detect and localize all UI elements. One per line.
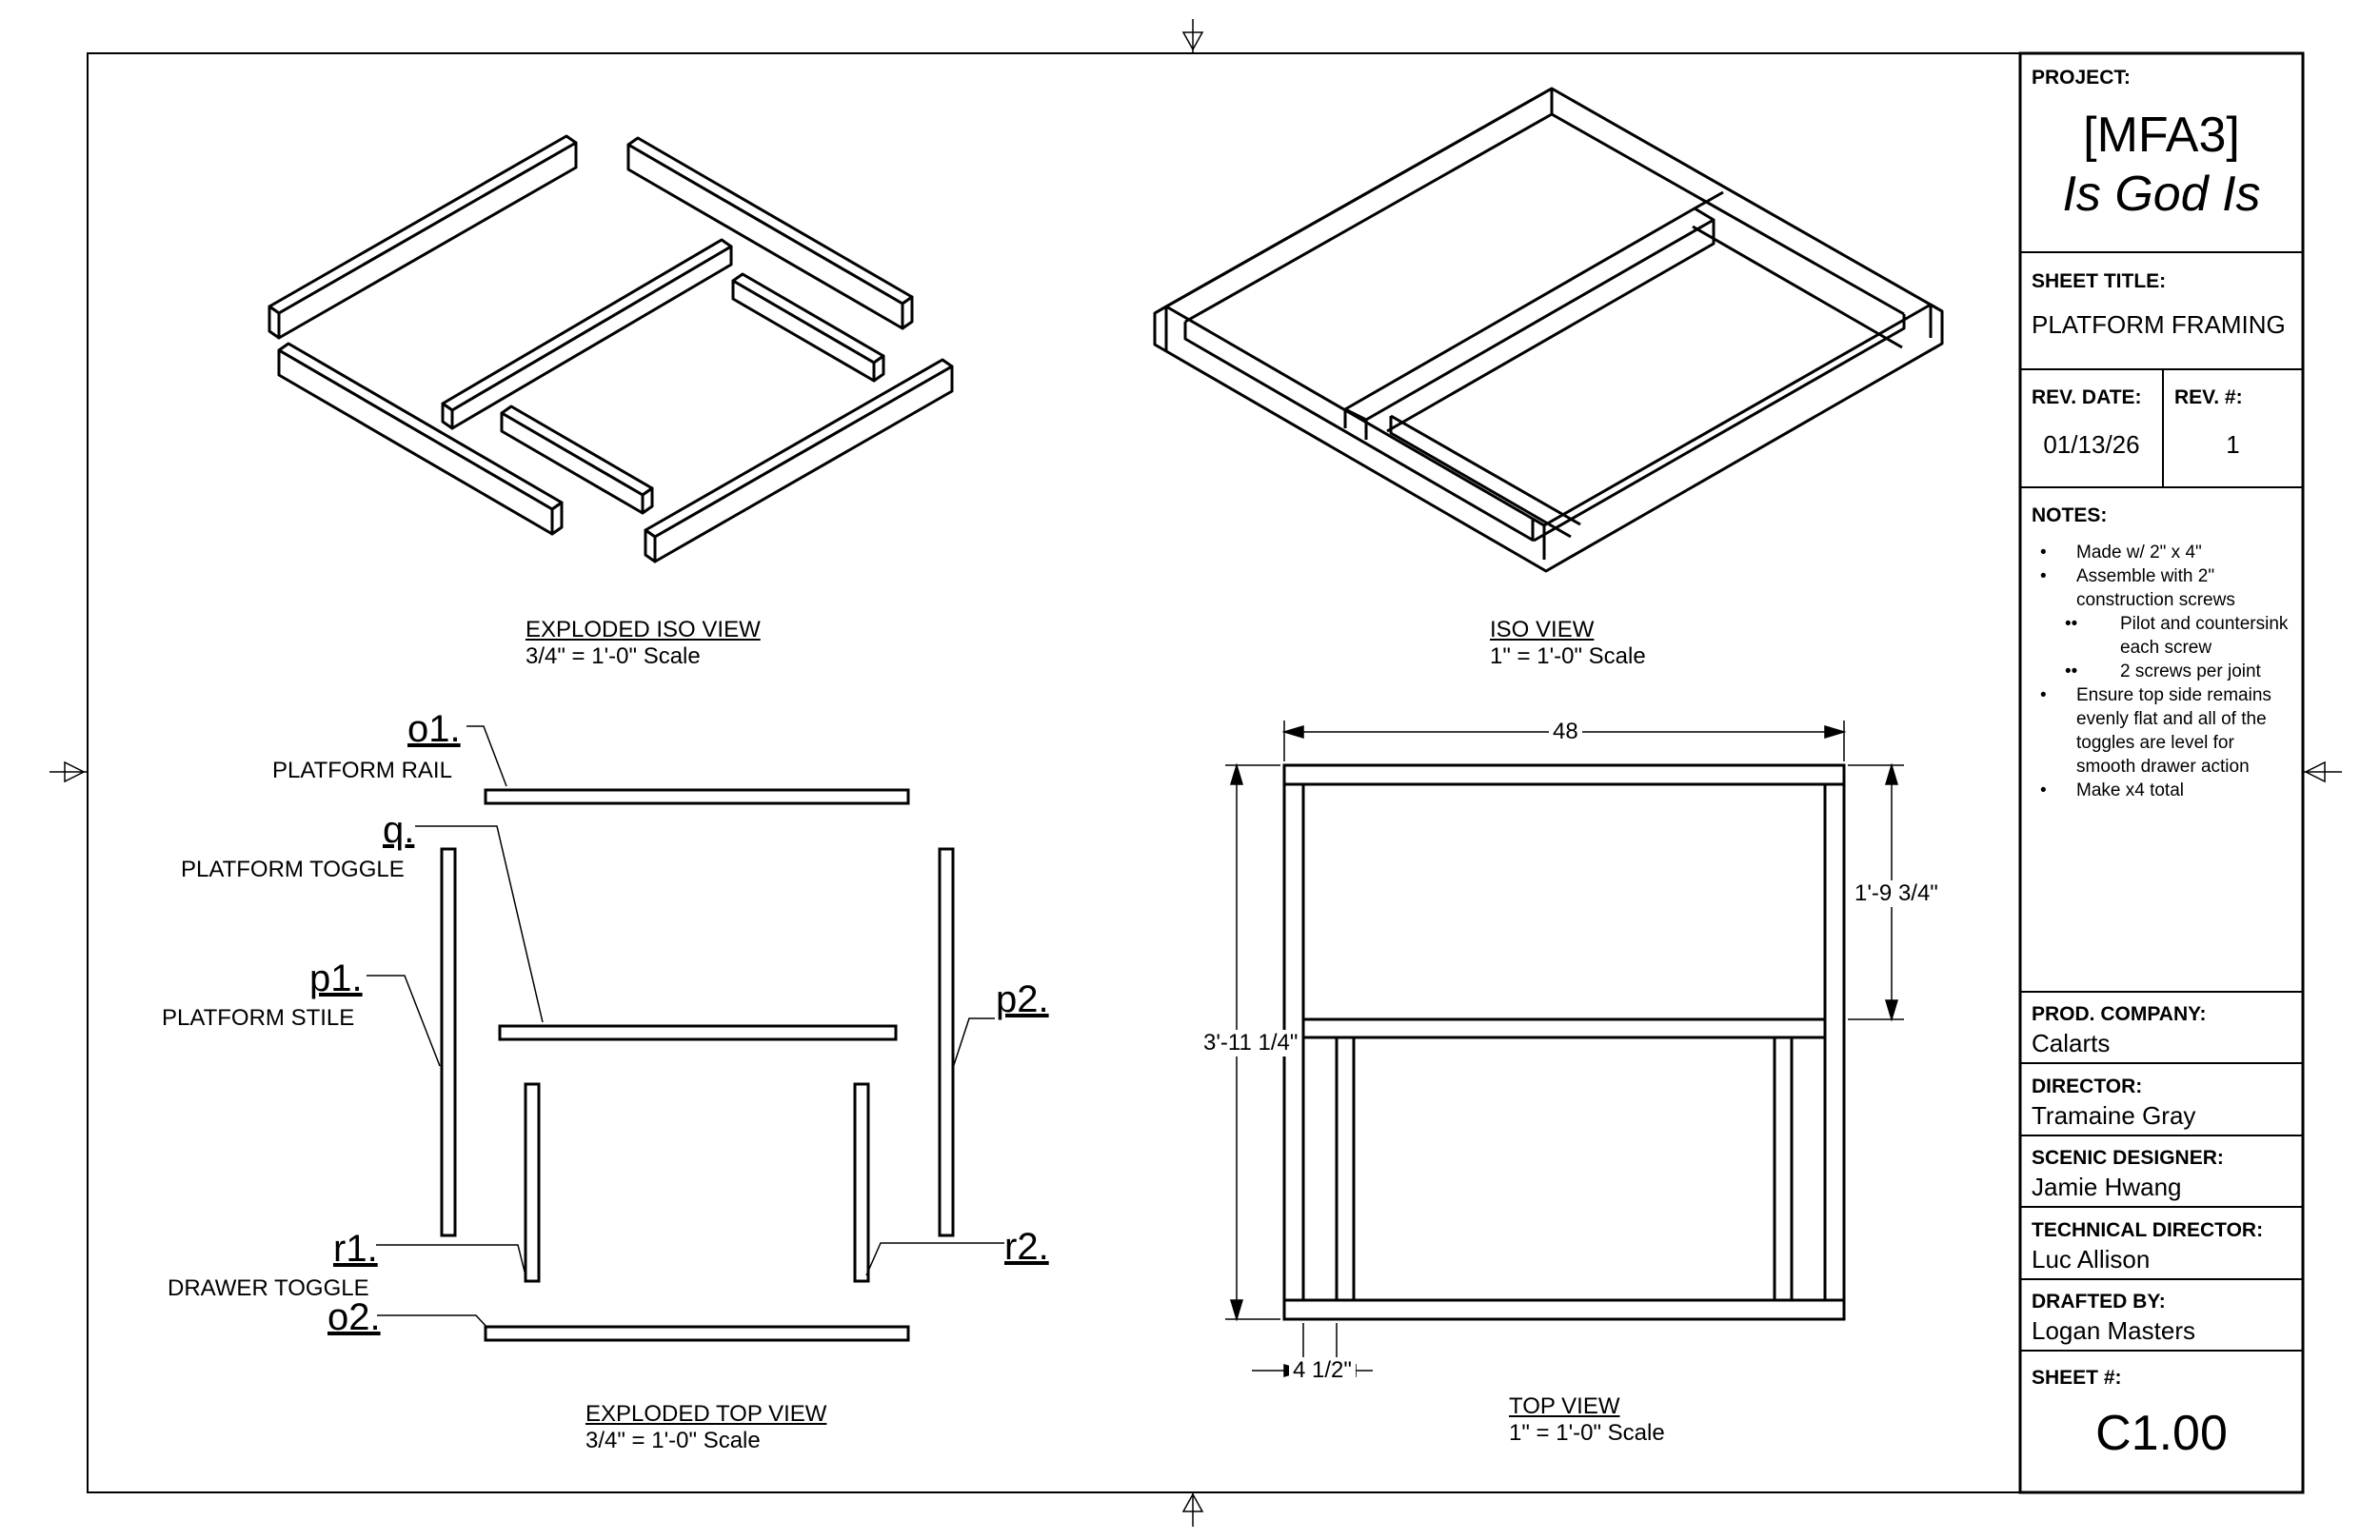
part-code-o1: o1. (407, 708, 461, 750)
top-view-back-rail (1282, 763, 1846, 786)
part-name-o1: PLATFORM RAIL (272, 758, 452, 783)
dim-width-label: 48 (1549, 719, 1582, 745)
sheet-number-label: SHEET #: (2032, 1367, 2122, 1389)
exploded-iso-drawing (268, 134, 954, 563)
part-o1-rect (484, 788, 910, 805)
rev-date: 01/13/26 (2043, 430, 2140, 459)
iso-drawing (1153, 87, 1944, 573)
top-view-drawing (1282, 763, 1846, 1321)
caption-exploded-top: EXPLODED TOP VIEW 3/4" = 1'-0" Scale (585, 1401, 826, 1454)
part-code-r1: r1. (333, 1228, 378, 1270)
iso-platform-toggle (1343, 207, 1716, 440)
caption-title: TOP VIEW (1509, 1393, 1620, 1419)
part-code-p1: p1. (309, 958, 363, 999)
part-r1-left-rect (524, 1082, 541, 1283)
part-r1-right-rect (853, 1082, 870, 1283)
prod-company-label: PROD. COMPANY: (2032, 1003, 2207, 1025)
iso-frame-outline (1153, 87, 1944, 573)
top-view-drawer-toggle-left (1335, 1036, 1356, 1302)
notes-list: Made w/ 2" x 4" Assemble with 2" constru… (2033, 541, 2290, 802)
part-code-p2: p2. (996, 978, 1049, 1020)
note-sub-item: Pilot and countersink each screw (2033, 612, 2290, 660)
technical-director-label: TECHNICAL DIRECTOR: (2032, 1219, 2264, 1241)
part-name-q: PLATFORM TOGGLE (181, 857, 405, 882)
iso-part-stile-back-right (626, 136, 914, 330)
center-mark-right (2303, 760, 2342, 783)
sheet-number: C1.00 (2095, 1406, 2228, 1461)
note-item: Made w/ 2" x 4" (2033, 541, 2290, 564)
drafted-by: Logan Masters (2032, 1316, 2195, 1345)
top-view-front-rail (1282, 1298, 1846, 1321)
rev-date-label: REV. DATE: (2032, 386, 2142, 408)
rev-number-label: REV. #: (2174, 386, 2243, 408)
exploded-top-leaders (367, 725, 1004, 1329)
top-view-right-stile (1823, 782, 1846, 1302)
part-name-r1: DRAWER TOGGLE (168, 1275, 369, 1301)
iso-part-rail-front-right (644, 358, 954, 563)
sheet-title-label: SHEET TITLE: (2032, 270, 2167, 292)
project-name: Is God Is (2062, 167, 2261, 222)
top-view-platform-toggle (1301, 1017, 1827, 1039)
caption-title: EXPLODED ISO VIEW (526, 617, 761, 642)
drafted-by-label: DRAFTED BY: (2032, 1291, 2166, 1313)
part-code-o2: o2. (327, 1296, 381, 1338)
exploded-top-drawing (440, 788, 955, 1342)
part-code-q: q. (383, 809, 415, 851)
top-view-dimensions (1225, 721, 1904, 1380)
part-p2-rect (938, 847, 955, 1237)
note-item: Make x4 total (2033, 779, 2290, 802)
center-mark-bottom (1181, 1492, 1204, 1527)
prod-company: Calarts (2032, 1029, 2111, 1057)
iso-part-platform-toggle (441, 238, 733, 430)
top-view-drawer-toggle-right (1773, 1036, 1794, 1302)
dim-toggle-inset-label: 4 1/2" (1289, 1357, 1356, 1384)
technical-director: Luc Allison (2032, 1245, 2151, 1273)
part-q-rect (498, 1024, 898, 1041)
note-item: Ensure top side remains evenly flat and … (2033, 683, 2290, 779)
part-o2-rect (484, 1325, 910, 1342)
caption-iso: ISO VIEW 1" = 1'-0" Scale (1490, 617, 1646, 670)
part-code-r2: r2. (1004, 1226, 1049, 1268)
iso-part-drawer-toggle-right (731, 272, 885, 383)
sheet-title: PLATFORM FRAMING (2032, 310, 2286, 339)
scenic-designer: Jamie Hwang (2032, 1173, 2182, 1201)
caption-exploded-iso: EXPLODED ISO VIEW 3/4" = 1'-0" Scale (526, 617, 761, 670)
project-label: PROJECT: (2032, 67, 2131, 89)
rev-number: 1 (2226, 430, 2240, 459)
caption-title: EXPLODED TOP VIEW (585, 1401, 827, 1427)
note-sub-item: 2 screws per joint (2033, 660, 2290, 683)
director-label: DIRECTOR: (2032, 1076, 2143, 1097)
caption-scale: 1" = 1'-0" Scale (1509, 1420, 1665, 1446)
center-mark-top (1181, 19, 1204, 53)
title-block-frame (2018, 51, 2305, 1494)
top-view-outer-frame (1282, 763, 1846, 1321)
iso-part-rail-back-left (268, 134, 578, 340)
title-block-dividers (2020, 251, 2303, 1352)
center-mark-left (50, 760, 88, 783)
part-name-p1: PLATFORM STILE (162, 1005, 355, 1031)
director: Tramaine Gray (2032, 1101, 2196, 1130)
dim-depth-label: 3'-11 1/4" (1200, 1030, 1302, 1056)
iso-part-drawer-toggle-left (500, 405, 654, 515)
notes-label: NOTES: (2032, 504, 2108, 526)
caption-scale: 1" = 1'-0" Scale (1490, 643, 1646, 669)
caption-title: ISO VIEW (1490, 617, 1595, 642)
caption-top: TOP VIEW 1" = 1'-0" Scale (1509, 1393, 1665, 1447)
iso-part-stile-front-left (277, 342, 564, 536)
caption-scale: 3/4" = 1'-0" Scale (585, 1428, 761, 1453)
dim-toggle-offset-label: 1'-9 3/4" (1851, 880, 1942, 907)
caption-scale: 3/4" = 1'-0" Scale (526, 643, 701, 669)
iso-drawer-toggle (1389, 414, 1581, 539)
project-code: [MFA3] (2083, 108, 2240, 163)
scenic-designer-label: SCENIC DESIGNER: (2032, 1147, 2224, 1169)
note-item: Assemble with 2" construction screws (2033, 564, 2290, 612)
part-p1-rect (440, 847, 457, 1237)
